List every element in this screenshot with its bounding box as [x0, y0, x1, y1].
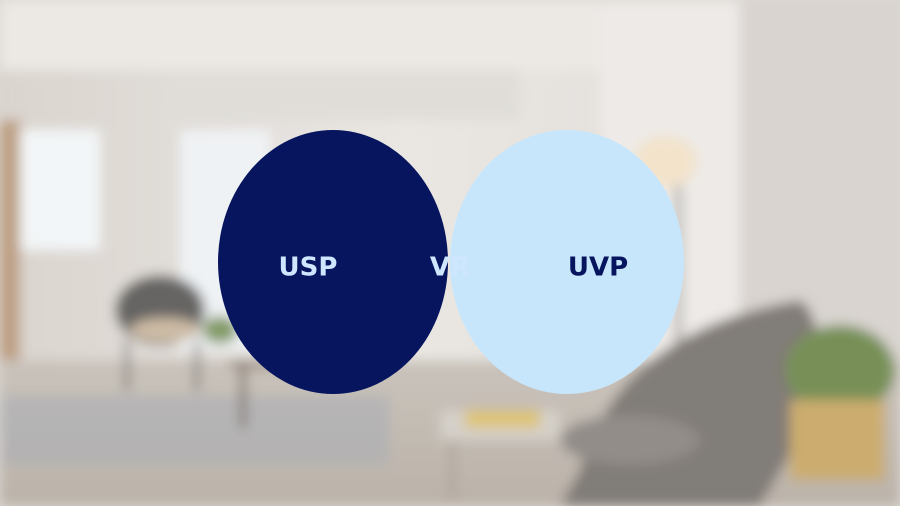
venn-label-left: USP [279, 253, 338, 283]
venn-circle-right [450, 130, 684, 394]
venn-label-right: UVP [568, 253, 628, 283]
venn-label-intersection: VR [430, 253, 470, 283]
venn-circle-left [218, 130, 448, 394]
